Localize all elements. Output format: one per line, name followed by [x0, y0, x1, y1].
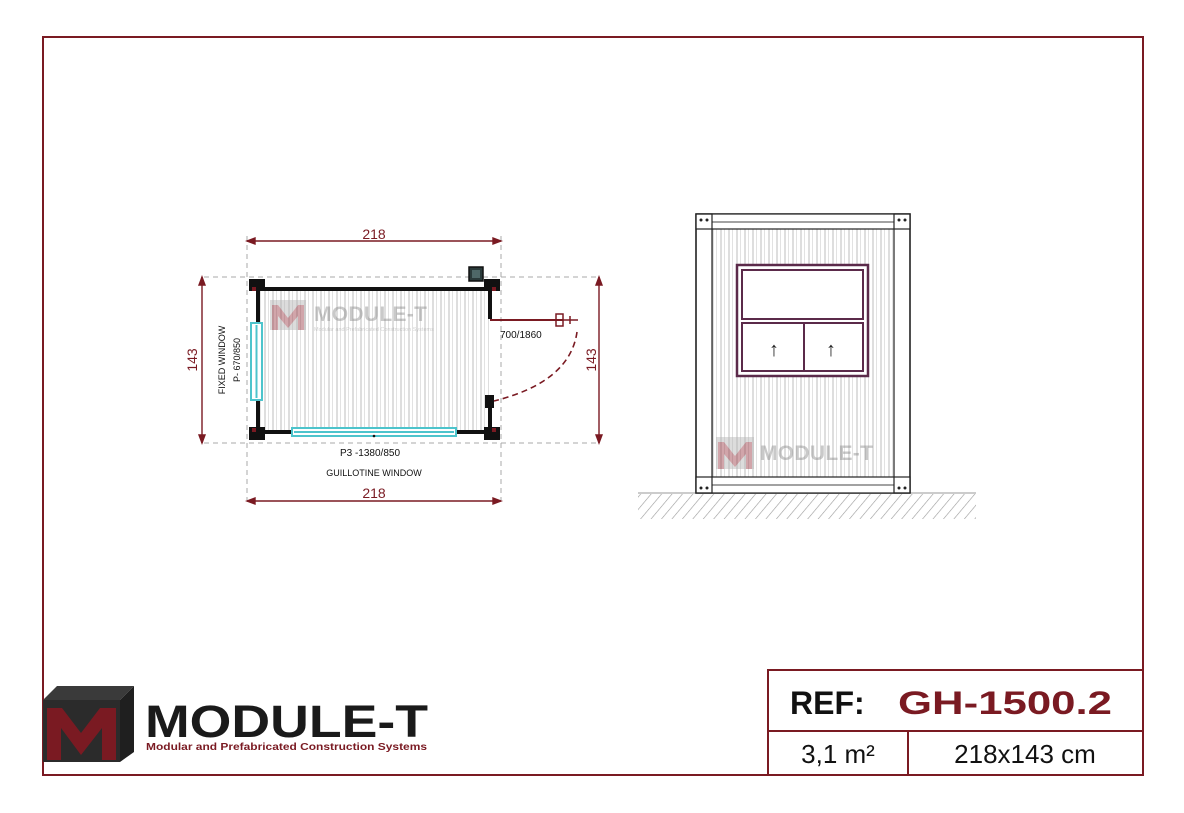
plan-watermark-sub: Modular and Prefabricated Construction S… — [314, 327, 434, 333]
title-block: REF: GH-1500.2 3,1 m² 218x143 cm — [767, 669, 1144, 776]
fixed-window-title: FIXED WINDOW — [217, 325, 227, 394]
window-arrow-left-icon: ↑ — [769, 339, 779, 361]
door-code: 700/1860 — [500, 330, 542, 341]
dimension-width-bottom: 218 — [362, 485, 386, 501]
front-elevation: ↑ ↑ MODULE-T — [638, 213, 976, 519]
plan-floor — [259, 290, 489, 431]
brand-tagline: Modular and Prefabricated Construction S… — [146, 741, 427, 753]
dimensions-value: 218x143 cm — [954, 739, 1096, 769]
window-arrow-right-icon: ↑ — [826, 339, 836, 361]
floor-plan: 218 218 143 143 MODULE-T Modular and Pre… — [184, 226, 604, 506]
brand-name: MODULE-T — [145, 696, 428, 747]
plan-watermark: MODULE-T Modular and Prefabricated Const… — [270, 300, 434, 333]
fixed-window-code: P- 670/850 — [232, 338, 242, 382]
dimension-width-top: 218 — [362, 226, 386, 242]
ref-value: GH-1500.2 — [898, 685, 1112, 721]
right-corner-post — [893, 213, 911, 494]
entry-door — [490, 313, 578, 402]
corner-accents — [252, 287, 496, 432]
plan-watermark-text: MODULE-T — [314, 303, 427, 326]
ref-label: REF: — [790, 685, 865, 721]
dimension-lines — [197, 236, 604, 506]
area-value: 3,1 m² — [801, 739, 875, 769]
electrical-panel-face — [472, 270, 480, 278]
fixed-window — [250, 322, 263, 401]
dimension-height-left: 143 — [184, 348, 200, 372]
logo-mark-icon — [43, 686, 134, 762]
guillotine-window — [291, 427, 457, 438]
brand-logo: MODULE-T Modular and Prefabricated Const… — [43, 686, 428, 762]
dimension-height-right: 143 — [583, 348, 599, 372]
title-block-frame — [767, 669, 1144, 776]
guillotine-window-code: P3 -1380/850 — [340, 448, 400, 459]
extension-lines — [204, 236, 598, 500]
left-corner-post — [695, 213, 713, 494]
elevation-watermark: MODULE-T — [716, 437, 873, 469]
elevation-window — [735, 263, 870, 378]
sheet-border — [42, 36, 1144, 776]
guillotine-window-title: GUILLOTINE WINDOW — [326, 468, 422, 478]
ground-hatch — [638, 494, 976, 519]
elevation-watermark-text: MODULE-T — [760, 442, 873, 465]
bolts — [699, 218, 907, 490]
